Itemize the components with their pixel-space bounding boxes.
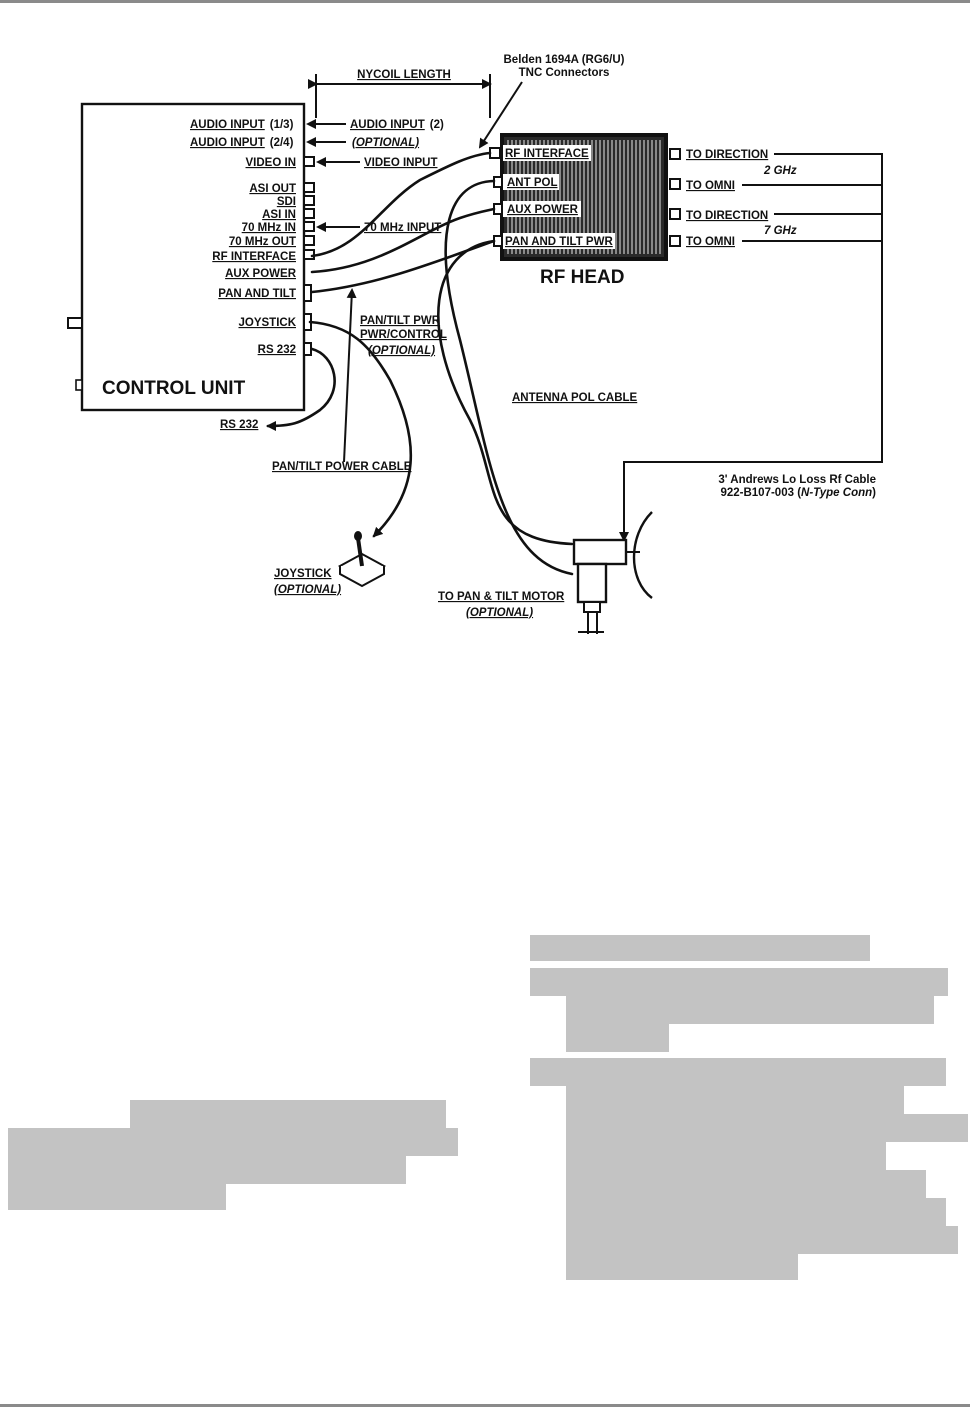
andrews-line-1: 3' Andrews Lo Loss Rf Cable bbox=[718, 474, 876, 486]
redacted-block bbox=[566, 1086, 904, 1114]
input-video: VIDEO INPUT bbox=[364, 157, 437, 169]
joystick-optional: (OPTIONAL) bbox=[274, 584, 341, 596]
rf-port-aux-power: AUX POWER bbox=[507, 204, 579, 216]
cu-aux-power: AUX POWER bbox=[225, 268, 297, 280]
pan-tilt-pwr-line-1: PAN/TILT PWR bbox=[360, 315, 441, 327]
cu-70mhz-in: 70 MHz IN bbox=[242, 222, 296, 234]
cu-asi-out: ASI OUT bbox=[249, 183, 296, 195]
top-rule bbox=[0, 0, 970, 3]
andrews-line-2: 922-B107-003 (N-Type Conn) bbox=[720, 487, 876, 499]
cabling-diagram: CONTROL UNIT AUDIO INPUT(1/3) AUDIO INPU… bbox=[67, 54, 883, 634]
rf-head-title: RF HEAD bbox=[540, 267, 624, 288]
joystick-label: JOYSTICK bbox=[274, 568, 332, 580]
belden-line-1: Belden 1694A (RG6/U) bbox=[504, 54, 625, 66]
redacted-block bbox=[566, 1142, 886, 1170]
cu-sdi: SDI bbox=[277, 196, 296, 208]
joystick-icon bbox=[337, 531, 387, 588]
cu-rs232: RS 232 bbox=[258, 344, 296, 356]
antenna-mount-icon bbox=[572, 511, 653, 634]
input-audio-2: AUDIO INPUT(2) bbox=[350, 119, 444, 131]
input-optional: (OPTIONAL) bbox=[352, 137, 419, 149]
redacted-block bbox=[566, 996, 934, 1024]
input-arrows: AUDIO INPUT(2) (OPTIONAL) VIDEO INPUT 70… bbox=[306, 119, 444, 234]
bottom-rule bbox=[0, 1404, 970, 1407]
rf-head: RF INTERFACE ANT POL AUX POWER PAN AND T… bbox=[489, 133, 681, 288]
band-2ghz: 2 GHz bbox=[763, 165, 797, 177]
antenna-pol-cable-label: ANTENNA POL CABLE bbox=[512, 392, 638, 404]
cu-audio-input-1-3: AUDIO INPUT(1/3) bbox=[190, 119, 294, 131]
redacted-block bbox=[130, 1100, 446, 1128]
redacted-block bbox=[566, 1024, 669, 1052]
redacted-block bbox=[530, 935, 870, 961]
misc-labels: PAN/TILT PWR PWR/CONTROL (OPTIONAL) RS 2… bbox=[220, 315, 876, 619]
nycoil-length-label: NYCOIL LENGTH bbox=[357, 69, 451, 81]
cables bbox=[266, 151, 574, 576]
cu-rf-interface: RF INTERFACE bbox=[212, 251, 296, 263]
band-7ghz: 7 GHz bbox=[764, 225, 797, 237]
belden-line-2: TNC Connectors bbox=[519, 67, 610, 79]
control-unit-title: CONTROL UNIT bbox=[102, 378, 246, 399]
redacted-block bbox=[566, 1114, 968, 1142]
redacted-block bbox=[566, 1226, 958, 1254]
pan-tilt-pwr-line-2: PWR/CONTROL bbox=[360, 329, 447, 341]
redacted-block bbox=[8, 1128, 458, 1156]
belden-note: Belden 1694A (RG6/U) TNC Connectors bbox=[478, 54, 625, 149]
redacted-block bbox=[530, 968, 948, 996]
redacted-block bbox=[530, 1058, 946, 1086]
out-to-omni-7ghz: TO OMNI bbox=[686, 236, 735, 248]
rf-port-pan-tilt-pwr: PAN AND TILT PWR bbox=[505, 236, 613, 248]
out-to-direction-7ghz: TO DIRECTION bbox=[686, 210, 768, 222]
rf-port-ant-pol: ANT POL bbox=[507, 177, 557, 189]
input-70mhz: 70 MHz INPUT bbox=[364, 222, 441, 234]
cu-70mhz-out: 70 MHz OUT bbox=[229, 236, 296, 248]
redacted-block bbox=[566, 1170, 926, 1198]
cu-audio-input-2-4: AUDIO INPUT(2/4) bbox=[190, 137, 294, 149]
cu-video-in: VIDEO IN bbox=[246, 157, 296, 169]
redacted-block bbox=[8, 1184, 226, 1210]
rf-port-rf-interface: RF INTERFACE bbox=[505, 148, 589, 160]
redacted-block bbox=[566, 1198, 946, 1226]
nycoil-length-dimension: NYCOIL LENGTH bbox=[308, 69, 492, 118]
out-to-omni-2ghz: TO OMNI bbox=[686, 180, 735, 192]
pan-tilt-pwr-line-3: (OPTIONAL) bbox=[368, 345, 435, 357]
control-unit: CONTROL UNIT AUDIO INPUT(1/3) AUDIO INPU… bbox=[67, 102, 315, 412]
control-unit-connectors bbox=[303, 156, 315, 356]
to-pan-tilt-motor-label: TO PAN & TILT MOTOR bbox=[438, 591, 565, 603]
to-pan-tilt-motor-optional: (OPTIONAL) bbox=[466, 607, 533, 619]
redacted-block bbox=[8, 1156, 406, 1184]
redacted-block bbox=[566, 1254, 798, 1280]
rf-head-outputs: TO DIRECTION TO OMNI 2 GHz TO DIRECTION … bbox=[619, 149, 883, 542]
cu-joystick: JOYSTICK bbox=[238, 317, 296, 329]
rs232-out-label: RS 232 bbox=[220, 419, 258, 431]
cu-pan-and-tilt: PAN AND TILT bbox=[218, 288, 296, 300]
out-to-direction-2ghz: TO DIRECTION bbox=[686, 149, 768, 161]
pan-tilt-power-cable-label: PAN/TILT POWER CABLE bbox=[272, 461, 412, 473]
cu-asi-in: ASI IN bbox=[262, 209, 296, 221]
